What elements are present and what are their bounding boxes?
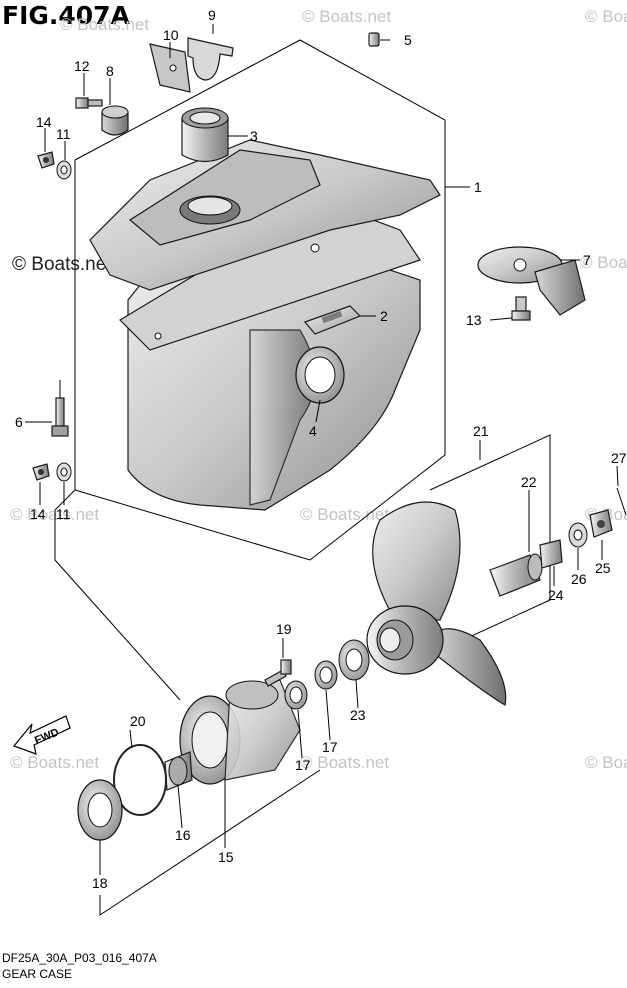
watermark-text: © Boats.net [10,753,99,772]
o-ring-part [113,744,167,816]
gear-case [89,139,441,511]
bolt-part [264,659,292,687]
callout-11-lower: 11 [56,506,71,522]
callout-14: 14 [36,114,52,130]
cotter-pin [616,487,627,516]
callout-19: 19 [276,621,292,637]
figure-title: FIG.407A [2,1,131,30]
watermark-text: © Boats.net [585,7,627,26]
watermark-text: © Boats.net [302,7,391,26]
washer-part [56,462,72,482]
callout-2: 2 [380,308,388,324]
callout-18: 18 [92,875,108,891]
callout-12: 12 [74,58,90,74]
bearing-part [338,639,370,681]
mount-part [101,105,129,136]
callout-24: 24 [548,587,564,603]
callout-labels: 9 10 5 8 12 3 14 11 1 7 13 2 4 6 14 11 2… [15,7,627,891]
footer-code: DF25A_30A_P03_016_407A [2,951,157,965]
callout-17: 17 [322,739,338,755]
nut-part [32,463,50,481]
callout-13: 13 [466,312,482,328]
bolt-part [75,97,103,109]
callout-17-b: 17 [295,757,311,773]
callout-10: 10 [163,27,179,43]
propeller-part [366,501,507,706]
spacer-part [539,539,563,569]
watermark-text: © Boats.net [60,15,149,34]
needle-bearing-part [164,751,193,791]
callout-25: 25 [595,560,611,576]
bushing-part [181,107,229,163]
callout-7: 7 [583,252,591,268]
watermark-text: © Boats.net [300,753,389,772]
callout-9: 9 [208,7,216,23]
callout-22: 22 [521,474,537,490]
leader-lines [25,24,619,916]
callout-8: 8 [106,63,114,79]
nut-part [589,509,613,538]
callout-14-lower: 14 [30,506,46,522]
watermark-text: © Boats.net [585,753,627,772]
propeller-outline [429,434,551,656]
callout-4: 4 [309,423,317,439]
footer-name: GEAR CASE [2,967,72,981]
dowel-pin [368,32,380,47]
callout-5: 5 [404,32,412,48]
trim-tab-part [477,246,586,316]
oil-seal-part [77,779,123,841]
callout-27: 27 [611,450,627,466]
callout-1: 1 [474,179,482,195]
nut-part [37,151,55,169]
bolt-part [511,296,531,321]
callout-16: 16 [175,827,191,843]
callout-6: 6 [15,414,23,430]
callout-3: 3 [250,128,258,144]
oil-seal-part [284,680,308,710]
clip-part [187,37,234,81]
callout-11: 11 [56,126,71,142]
callout-26: 26 [571,571,587,587]
watermark-text: © Boats.net [300,505,389,524]
oil-seal-part [314,660,338,690]
callout-23: 23 [350,707,366,723]
callout-15: 15 [218,849,234,865]
bushing-part [489,553,543,597]
bearing-part [295,346,345,404]
watermark-main: © Boats.net [12,254,112,275]
assembly-outline [74,39,446,561]
washer-part [56,160,72,180]
bearing-housing-part [179,679,301,785]
fwd-arrow-icon: FWD [12,715,71,755]
watermark-text: © Boats.net [580,253,627,272]
callout-20: 20 [130,713,146,729]
callout-21: 21 [473,423,489,439]
bolt-part [51,397,69,437]
washer-part [568,522,588,548]
